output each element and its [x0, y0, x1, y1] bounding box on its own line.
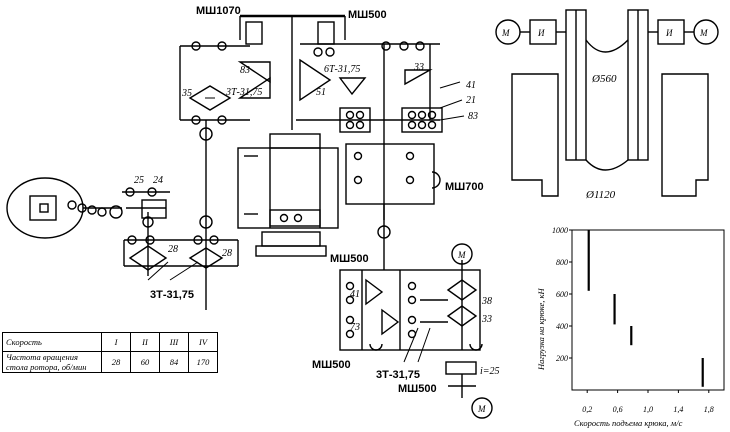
right-box: [345, 143, 441, 240]
speed-table: Скорость I II III IV Частота вращения ст…: [2, 332, 218, 373]
x-tick-label: 0,6: [613, 405, 623, 414]
table-value-4: 170: [188, 351, 218, 373]
upper-left-transmission: [179, 41, 271, 310]
chart-x-label: Скорость подъема крюка, м/с: [574, 418, 683, 428]
coupling-label-lower-left: МШ500: [312, 359, 351, 371]
table-speed-2: II: [130, 332, 160, 352]
table-row: Частота вращения стола ротора, об/мин 28…: [2, 351, 218, 373]
x-tick-label: 1,0: [643, 405, 653, 414]
chain-label-left: 3Т-31,75: [150, 289, 194, 301]
motor-symbol-bottom: М: [477, 404, 486, 414]
chain-label-bottom: 3Т-31,75: [376, 369, 420, 381]
teeth-24: 24: [153, 175, 163, 186]
teeth-33-top: 33: [413, 62, 424, 73]
teeth-41-top: 41: [466, 80, 476, 91]
upper-right-transmission: [296, 41, 465, 220]
table-speed-3: III: [159, 332, 189, 352]
drum-inverter-right: И: [665, 28, 673, 38]
x-tick-label: 0,2: [582, 405, 592, 414]
teeth-83-right: 83: [468, 111, 478, 122]
coupling-label-bottom: МШ500: [398, 383, 437, 395]
chart-bars: [587, 230, 704, 387]
drum-motor-right: М: [699, 28, 708, 38]
coupling-label-right: МШ700: [445, 181, 484, 193]
teeth-28-a: 28: [168, 244, 178, 255]
chart-frame: [571, 229, 725, 391]
drum-dim-small: Ø560: [591, 73, 617, 85]
motor-symbol-mid: М: [457, 250, 466, 260]
coupling-label-top-right: МШ500: [348, 9, 387, 21]
teeth-25: 25: [134, 175, 144, 186]
drum-inverter-left: И: [537, 28, 545, 38]
teeth-41-bottom: 41: [350, 289, 360, 300]
lower-gearbox: [339, 240, 493, 419]
chart-y-label: Нагрузка на крюке, кН: [536, 287, 546, 371]
load-speed-chart: 200 400 600 800 1000 0,2 0,6 1,0 1,4 1,8 Нагрузка…: [536, 226, 725, 428]
teeth-33-bottom: 33: [481, 314, 492, 325]
table-speed-4: IV: [188, 332, 218, 352]
teeth-83-left: 83: [240, 65, 250, 76]
drum-shaft: [237, 133, 339, 257]
y-tick-label: 200: [556, 354, 568, 363]
chain-label-upper-right: 6Т-31,75: [324, 64, 360, 75]
y-tick-label: 800: [556, 258, 568, 267]
teeth-51: 51: [316, 87, 326, 98]
coupling-label-top-left: МШ1070: [196, 5, 241, 17]
drum-dim-large: Ø1120: [585, 189, 616, 201]
gear-ratio: i=25: [480, 366, 500, 377]
x-tick-label: 1,8: [704, 405, 714, 414]
drum-motor-left: М: [501, 28, 510, 38]
lower-left-transmission: [122, 187, 239, 281]
y-tick-label: 1000: [552, 226, 568, 235]
teeth-73: 73: [350, 322, 360, 333]
coupling-label-mid: МШ500: [330, 253, 369, 265]
rotor-table: [6, 177, 123, 239]
table-value-3: 84: [159, 351, 189, 373]
teeth-21: 21: [466, 95, 476, 106]
table-speed-1: I: [101, 332, 131, 352]
drum-schematic: [495, 9, 719, 197]
table-header-row: Скорость I II III IV: [2, 332, 218, 352]
chart-ticks: 200 400 600 800 1000 0,2 0,6 1,0 1,4 1,8: [552, 226, 714, 414]
table-value-1: 28: [101, 351, 131, 373]
table-header-label: Скорость: [2, 332, 102, 352]
teeth-38: 38: [481, 296, 492, 307]
table-value-2: 60: [130, 351, 160, 373]
y-tick-label: 600: [556, 290, 568, 299]
x-tick-label: 1,4: [673, 405, 683, 414]
y-tick-label: 400: [556, 322, 568, 331]
table-row-label: Частота вращения стола ротора, об/мин: [2, 351, 102, 373]
chain-label-upper: 3Т-31,75: [225, 87, 262, 98]
teeth-35: 35: [181, 88, 192, 99]
teeth-28-b: 28: [222, 248, 232, 259]
